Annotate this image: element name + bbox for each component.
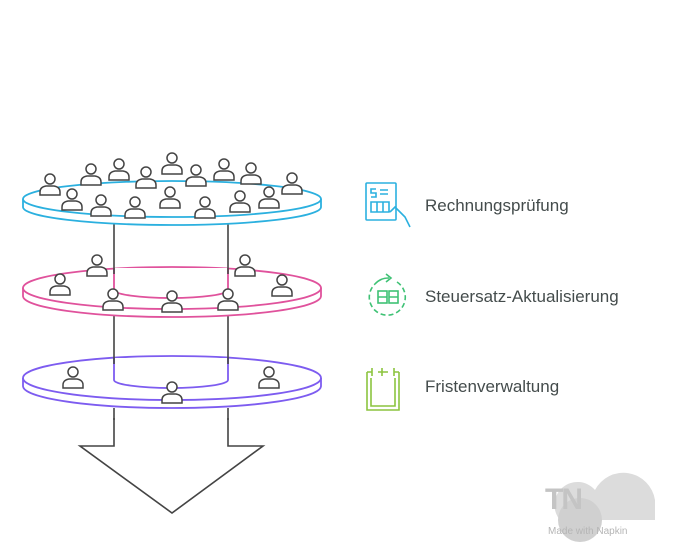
person-icon — [49, 273, 71, 296]
legend-label: Steuersatz-Aktualisierung — [425, 287, 619, 306]
watermark-logo: TN — [545, 483, 583, 516]
person-icon — [185, 164, 207, 187]
person-icon — [124, 196, 146, 219]
person-icon — [62, 366, 84, 389]
person-icon — [39, 173, 61, 196]
person-icon — [102, 288, 124, 311]
person-icon — [213, 158, 235, 181]
layer-bottom — [22, 311, 322, 409]
person-icon — [271, 274, 293, 297]
person-icon — [229, 190, 251, 213]
person-icon — [217, 288, 239, 311]
person-icon — [61, 188, 83, 211]
person-icon — [161, 152, 183, 175]
legend-label: Rechnungsprüfung — [425, 196, 569, 215]
person-icon — [86, 254, 108, 277]
person-icon — [281, 172, 303, 195]
down-arrow — [77, 418, 266, 514]
person-icon — [240, 162, 262, 185]
person-icon — [108, 158, 130, 181]
person-icon — [194, 196, 216, 219]
person-icon — [135, 166, 157, 189]
layer-middle — [22, 219, 322, 318]
person-icon — [80, 163, 102, 186]
person-icon — [90, 194, 112, 217]
person-icon — [234, 254, 256, 277]
person-icon — [161, 381, 183, 404]
person-icon — [159, 186, 181, 209]
person-icon — [258, 186, 280, 209]
layer-top — [22, 152, 322, 226]
person-icon — [161, 290, 183, 313]
legend-label: Fristenverwaltung — [425, 377, 560, 396]
watermark-text: Made with Napkin — [548, 526, 628, 537]
person-icon — [258, 366, 280, 389]
